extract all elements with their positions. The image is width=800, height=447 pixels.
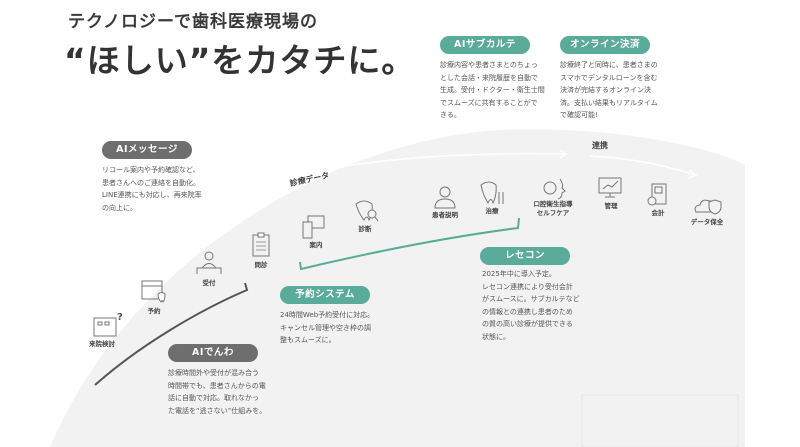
ai-phone-desc: 診療時間外や受付が混み合う 時間帯でも、患者さんからの電 話に自動で対応。取れな… — [168, 369, 267, 415]
calendar-tooth-icon — [141, 280, 166, 303]
reservation-badge: 予約システム — [280, 286, 370, 304]
sub-karte-badge: AIサブカルテ — [440, 36, 530, 54]
guide-display-icon — [302, 215, 325, 239]
tooth-search-icon — [355, 200, 379, 222]
step-label: 会計 — [651, 209, 665, 217]
step-label: データ保全 — [690, 218, 724, 226]
payment-icon — [647, 183, 667, 206]
step-label: 問診 — [254, 261, 268, 269]
step-label: 案内 — [309, 241, 323, 249]
link-flow-arrow — [589, 155, 696, 176]
oral-hygiene-icon — [543, 178, 566, 200]
ai-phone-badge: AIでんわ — [168, 344, 258, 362]
step-label: 診断 — [358, 225, 372, 233]
step-label: 予約 — [147, 307, 161, 315]
ai-message-badge: AIメッセージ — [102, 141, 192, 159]
step-label: 受付 — [202, 279, 216, 287]
step-label: 管理 — [604, 202, 618, 210]
ai-message-desc: リコール案内や予約確認など、 患者さんへのご連絡を自動化。 LINE連携にも対応… — [102, 166, 202, 212]
svg-text:?: ? — [117, 312, 123, 323]
online-payment-desc: 診療終了と同時に、患者さまの スマホでデンタルローンを含む 決済が完結するオンラ… — [560, 61, 658, 119]
step-label: 来院検討 — [89, 340, 115, 348]
clipboard-icon — [252, 232, 270, 257]
data-flow-arrow — [279, 152, 566, 179]
receipt-desc: 2025年中に導入予定。 レセコン連携により受付会計 がスムースに。サブカルテな… — [482, 270, 580, 341]
reservation-bracket — [299, 217, 520, 271]
headline-line1: テクノロジーで歯科医療現場の — [68, 12, 318, 32]
online-payment-badge: オンライン決済 — [560, 36, 650, 54]
step-label: 口腔衛生指導 セルフケア — [533, 200, 573, 217]
step-label: 治療 — [485, 207, 499, 215]
hospital-question-icon: ? — [93, 312, 123, 337]
sub-karte-desc: 診療内容や患者さまとのちょっ とした会話・来院履歴を自動で 生成。受付・ドクター… — [440, 61, 545, 119]
reservation-desc: 24時間Web予約受付に対応。 キャンセル管理や空き枠の調 整もスムーズに。 — [280, 311, 375, 344]
cloud-shield-icon — [694, 199, 722, 215]
ai-phone-bracket — [94, 282, 249, 386]
tooth-treatment-icon — [480, 181, 504, 205]
receipt-badge: レセコン — [480, 247, 570, 265]
headline-line2: “ほしい”をカタチに。 — [64, 41, 416, 80]
link-flow-label: 連携 — [592, 141, 608, 150]
step-label: 患者説明 — [432, 211, 458, 219]
monitor-chart-icon — [598, 177, 622, 198]
patient-explanation-icon — [434, 186, 456, 209]
reception-icon — [196, 251, 222, 274]
